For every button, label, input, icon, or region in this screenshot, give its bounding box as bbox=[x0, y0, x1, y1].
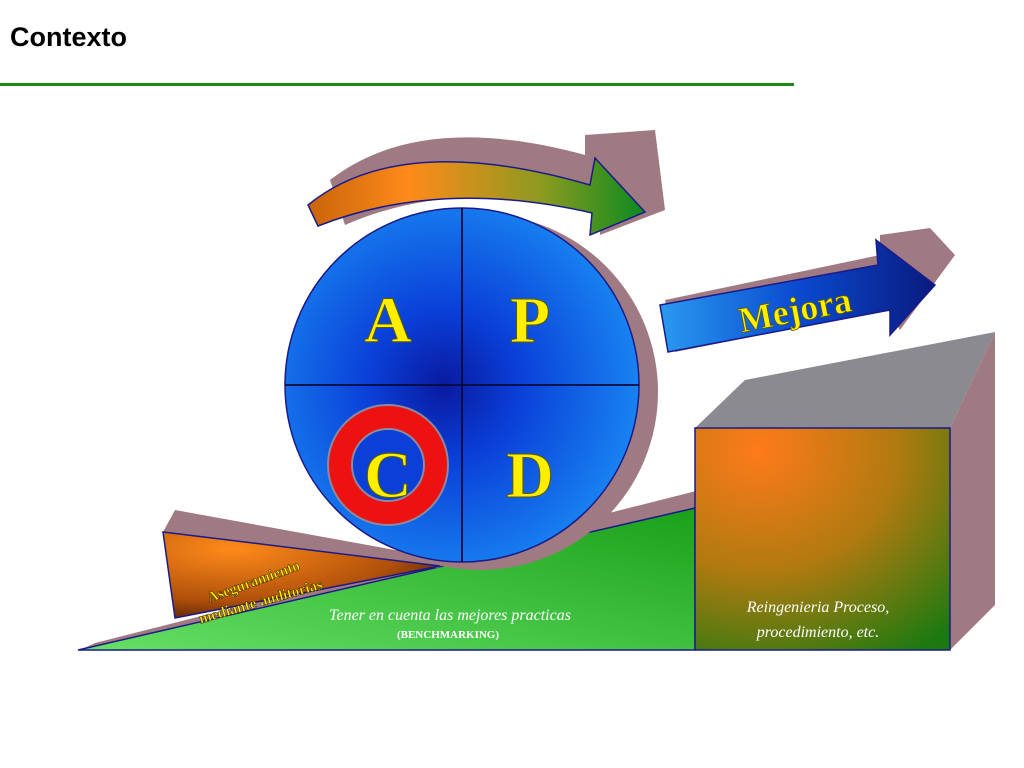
straight-arrow-icon bbox=[659, 228, 955, 353]
page-title: Contexto bbox=[10, 22, 127, 52]
quadrant-d: D bbox=[506, 439, 554, 512]
reengineering-block bbox=[694, 332, 995, 651]
ramp-label-line2: (BENCHMARKING) bbox=[397, 629, 499, 641]
pdca-circle bbox=[284, 207, 640, 563]
block-label-line2: procedimiento, etc. bbox=[756, 624, 879, 641]
curved-arrow-icon bbox=[307, 130, 665, 237]
check-highlight-ring bbox=[327, 404, 449, 526]
quadrant-a: A bbox=[364, 284, 412, 357]
quadrant-p: P bbox=[510, 284, 550, 357]
title-underline bbox=[0, 83, 794, 86]
block-label-line1: Reingenieria Proceso, bbox=[746, 599, 889, 616]
ramp-label-line1: Tener en cuenta las mejores practicas bbox=[329, 607, 571, 624]
audit-wedge bbox=[162, 510, 450, 619]
quadrant-c: C bbox=[364, 439, 412, 512]
